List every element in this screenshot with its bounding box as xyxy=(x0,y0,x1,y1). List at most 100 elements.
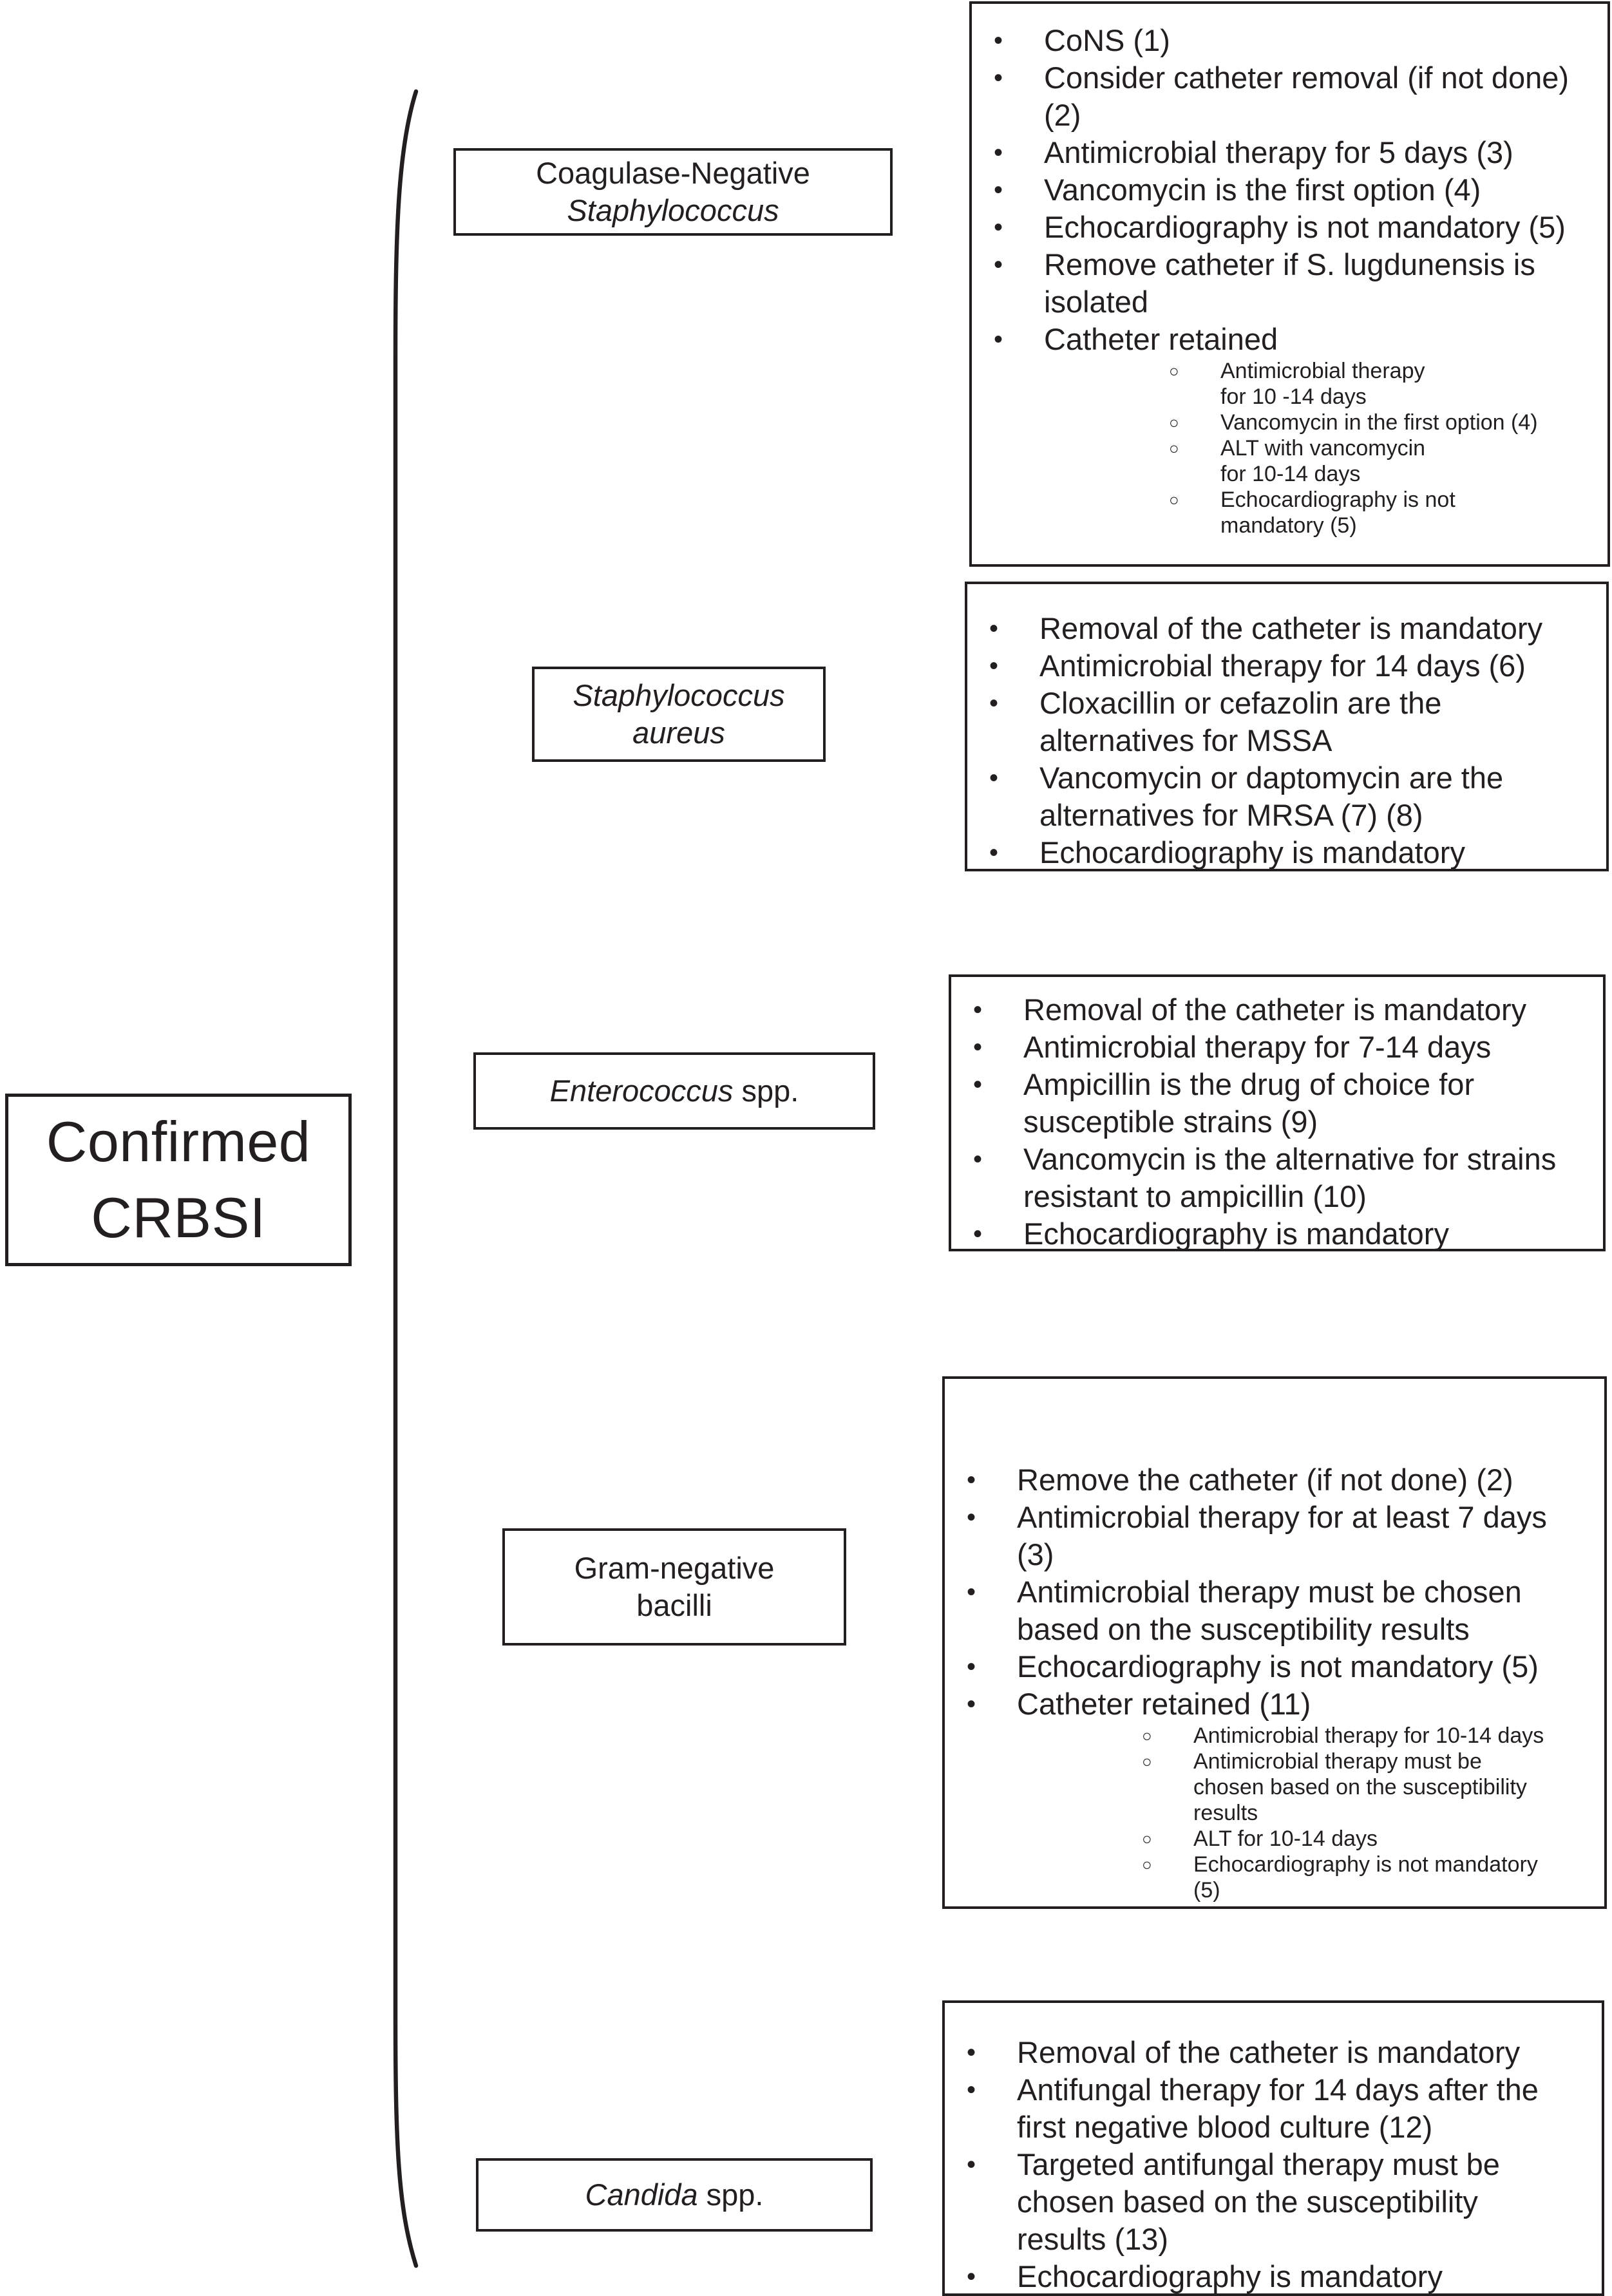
bullet-text-line: resistant to ampicillin (10) xyxy=(1023,1179,1367,1213)
bullet-item: •CoNS (1) xyxy=(972,22,1595,59)
organism-name-italic: Enterococcus xyxy=(549,1074,734,1108)
bullet-text-line: Removal of the catheter is mandatory xyxy=(1023,992,1527,1027)
circle-bullet-icon: ○ xyxy=(1142,1752,1152,1771)
bullet-text-line: Removal of the catheter is mandatory xyxy=(1017,2035,1521,2069)
sub-bullet-item: ○Antimicrobial therapy for 10-14 days xyxy=(945,1723,1591,1749)
bullet-text-line: Removal of the catheter is mandatory xyxy=(1039,611,1543,645)
bullet-icon: • xyxy=(967,2150,976,2179)
circle-bullet-icon: ○ xyxy=(1142,1829,1152,1848)
bullet-icon: • xyxy=(967,2076,976,2104)
bullet-text-line: Antimicrobial therapy must be chosen xyxy=(1017,1575,1522,1609)
bullet-text-line: Targeted antifungal therapy must be xyxy=(1017,2147,1500,2181)
sub-bullet-text-line: (5) xyxy=(1193,1878,1220,1902)
bullet-item: • Remove catheter if S. lugdunensis is iso… xyxy=(972,246,1595,321)
organism-name-regular: Coagulase-Negative xyxy=(536,156,810,190)
bullet-text-line: based on the susceptibility results xyxy=(1017,1612,1470,1646)
bullet-text-line: Remove catheter if S. lugdunensis is xyxy=(1044,247,1535,281)
recommendations-box-candida-spp: •Removal of the catheter is mandatory•An… xyxy=(942,2000,1604,2296)
sub-bullet-text-line: Antimicrobial therapy must be xyxy=(1193,1749,1482,1774)
bullet-text-line: CoNS (1) xyxy=(1044,23,1170,57)
bullet-icon: • xyxy=(989,764,999,792)
bullet-item: •Antimicrobial therapy for 5 days (3) xyxy=(972,134,1595,171)
bullet-item: •Consider catheter removal (if not done)… xyxy=(972,59,1595,134)
bullet-icon: • xyxy=(967,1690,976,1718)
root-bracket-curve xyxy=(393,89,419,2268)
bullet-item: • Removal of the catheter is mandatory xyxy=(951,991,1590,1029)
bullet-icon: • xyxy=(989,689,999,717)
bullet-text-line: Antimicrobial therapy for at least 7 day… xyxy=(1017,1500,1547,1534)
sub-bullet-text-line: ALT for 10-14 days xyxy=(1193,1826,1378,1851)
bullet-item: •Echocardiography is not mandatory (5) xyxy=(972,209,1595,246)
recommendations-box-enterococcus-spp: • Removal of the catheter is mandatory • An… xyxy=(949,974,1606,1251)
bullet-icon: • xyxy=(967,1578,976,1606)
sub-bullet-text-line: Antimicrobial therapy for 10-14 days xyxy=(1193,1723,1544,1748)
bullet-icon: • xyxy=(967,2263,976,2291)
bullet-text-line: isolated xyxy=(1044,285,1148,319)
bullet-text-line: first negative blood culture (12) xyxy=(1017,2110,1433,2144)
bullet-text-line: alternatives for MSSA xyxy=(1039,723,1332,757)
bullet-icon: • xyxy=(989,839,999,867)
bullet-text-line: Remove the catheter (if not done) (2) xyxy=(1017,1463,1513,1497)
sub-bullet-text-line: mandatory (5) xyxy=(1220,513,1357,538)
organism-name-italic: Staphylococcus xyxy=(573,678,785,712)
bullet-text-line: Cloxacillin or cefazolin are the xyxy=(1039,686,1442,720)
bullet-item: •Echocardiography is mandatory xyxy=(967,834,1593,871)
sub-bullet-item: ○ ALT for 10-14 days xyxy=(945,1826,1591,1852)
bullet-text-line: Antifungal therapy for 14 days after the xyxy=(1017,2073,1539,2107)
bullet-icon: • xyxy=(994,251,1003,279)
bullet-item: •Removal of the catheter is mandatory xyxy=(967,610,1593,647)
organism-name-regular: spp. xyxy=(733,1074,799,1108)
bullet-text-line: Echocardiography is mandatory xyxy=(1023,1217,1449,1251)
bullet-text-line: Antimicrobial therapy for 7-14 days xyxy=(1023,1030,1492,1064)
bullet-icon: • xyxy=(973,1033,983,1061)
bullet-item: • Antifungal therapy for 14 days after th… xyxy=(945,2071,1589,2146)
sub-bullet-text-line: Vancomycin in the first option (4) xyxy=(1220,410,1538,435)
bullet-item: •Catheter retained xyxy=(972,321,1595,358)
bullet-icon: • xyxy=(967,1503,976,1532)
sub-bullet-text-line: results xyxy=(1193,1801,1258,1825)
bullet-icon: • xyxy=(994,325,1003,354)
sub-bullet-text-line: Echocardiography is not mandatory xyxy=(1193,1852,1538,1877)
bullet-icon: • xyxy=(967,1466,976,1494)
recommendations-box-gram-negative-bacilli: • Remove the catheter (if not done) (2) • A… xyxy=(942,1376,1607,1909)
bullet-text-line: Vancomycin is the first option (4) xyxy=(1044,173,1481,207)
organism-label-line: bacilli xyxy=(636,1587,712,1624)
bullet-icon: • xyxy=(994,176,1003,204)
bullet-icon: • xyxy=(973,1220,983,1248)
organism-label-line: Gram-negative xyxy=(574,1550,775,1587)
root-label-line-1: Confirmed xyxy=(46,1110,311,1173)
organism-label-line: Staphylococcus xyxy=(573,677,784,714)
sub-bullet-text-line: for 10-14 days xyxy=(1220,462,1361,486)
bullet-icon: • xyxy=(973,1070,983,1099)
bullet-text-line: Echocardiography is mandatory xyxy=(1017,2259,1443,2293)
bullet-text-line: Catheter retained (11) xyxy=(1017,1687,1311,1721)
bullet-icon: • xyxy=(973,996,983,1024)
bullet-icon: • xyxy=(989,652,999,680)
bullet-item: •Removal of the catheter is mandatory xyxy=(945,2034,1589,2071)
circle-bullet-icon: ○ xyxy=(1169,439,1179,458)
sub-bullet-text-line: Antimicrobial therapy xyxy=(1220,359,1425,383)
organism-label-line: aureus xyxy=(632,714,725,752)
organism-name-regular: spp. xyxy=(697,2177,764,2212)
sub-bullet-text-line: chosen based on the susceptibility xyxy=(1193,1775,1527,1799)
bullet-text-line: Antimicrobial therapy for 14 days (6) xyxy=(1039,649,1526,683)
bullet-text-line: Antimicrobial therapy for 5 days (3) xyxy=(1044,135,1513,169)
sub-bullet-text-line: Echocardiography is not xyxy=(1220,488,1456,512)
bullet-text-line: (3) xyxy=(1017,1537,1054,1571)
bullet-item: •Vancomycin is the alternative for strai… xyxy=(951,1141,1590,1215)
root-label-line-2: CRBSI xyxy=(91,1186,266,1249)
bullet-item: • Vancomycin is the first option (4) xyxy=(972,171,1595,209)
bullet-text-line: Echocardiography is not mandatory (5) xyxy=(1044,210,1566,244)
circle-bullet-icon: ○ xyxy=(1169,361,1179,381)
recommendations-box-coagulase-negative-staphylococcus: •CoNS (1)•Consider catheter removal (if … xyxy=(969,1,1610,567)
bullet-text-line: results (13) xyxy=(1017,2222,1169,2256)
